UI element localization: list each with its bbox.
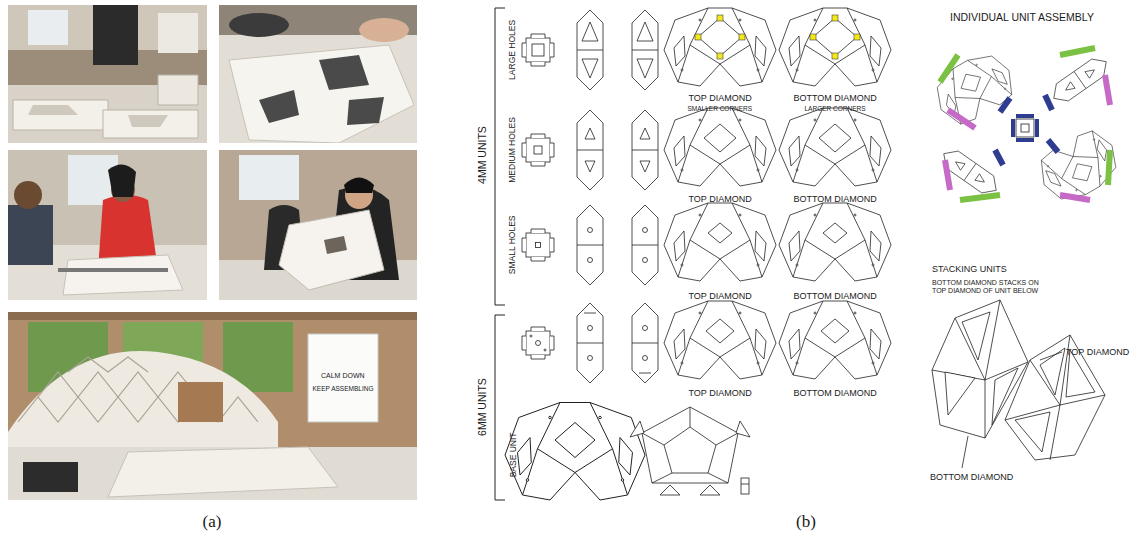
panel-letter: (b) xyxy=(796,512,816,532)
unit-note: LARGER CORNERS xyxy=(805,105,866,112)
group-label: 6MM UNITS xyxy=(476,378,488,436)
unit-label: TOP DIAMOND xyxy=(689,291,752,301)
callout-label: TOP DIAMOND xyxy=(1066,347,1129,357)
group-label: 4MM UNITS xyxy=(476,126,488,184)
unit-note: SMALLER CORNERS xyxy=(688,105,753,112)
photo-cutting xyxy=(8,150,207,300)
unit-label: BOTTOM DIAMOND xyxy=(794,291,877,301)
unit-label: TOP DIAMOND xyxy=(689,93,752,103)
section-title: STACKING UNITS xyxy=(932,264,1007,274)
whiteboard-text: CALM DOWN xyxy=(321,372,365,380)
row-label: MEDIUM HOLES xyxy=(508,117,518,183)
unit-label: BOTTOM DIAMOND xyxy=(794,388,877,398)
whiteboard-text: KEEP ASSEMBLING xyxy=(313,385,374,392)
section-note: BOTTOM DIAMOND STACKS ON TOP DIAMOND OF … xyxy=(932,279,1052,295)
unit-label: BOTTOM DIAMOND xyxy=(794,194,877,204)
photo-structure xyxy=(8,312,417,500)
unit-label: TOP DIAMOND xyxy=(689,194,752,204)
row-label: BASE UNIT xyxy=(508,432,518,477)
unit-label: TOP DIAMOND xyxy=(689,388,752,398)
photo-stacks xyxy=(8,5,207,143)
panel-letter: (a) xyxy=(203,512,222,532)
section-title: INDIVIDUAL UNIT ASSEMBLY xyxy=(950,11,1094,23)
photo-panel xyxy=(219,5,417,143)
photo-folding xyxy=(219,150,417,300)
unit-label: BOTTOM DIAMOND xyxy=(794,93,877,103)
callout-label: BOTTOM DIAMOND xyxy=(930,472,1013,482)
row-label: SMALL HOLES xyxy=(508,216,518,275)
row-label: LARGE HOLES xyxy=(508,20,518,80)
